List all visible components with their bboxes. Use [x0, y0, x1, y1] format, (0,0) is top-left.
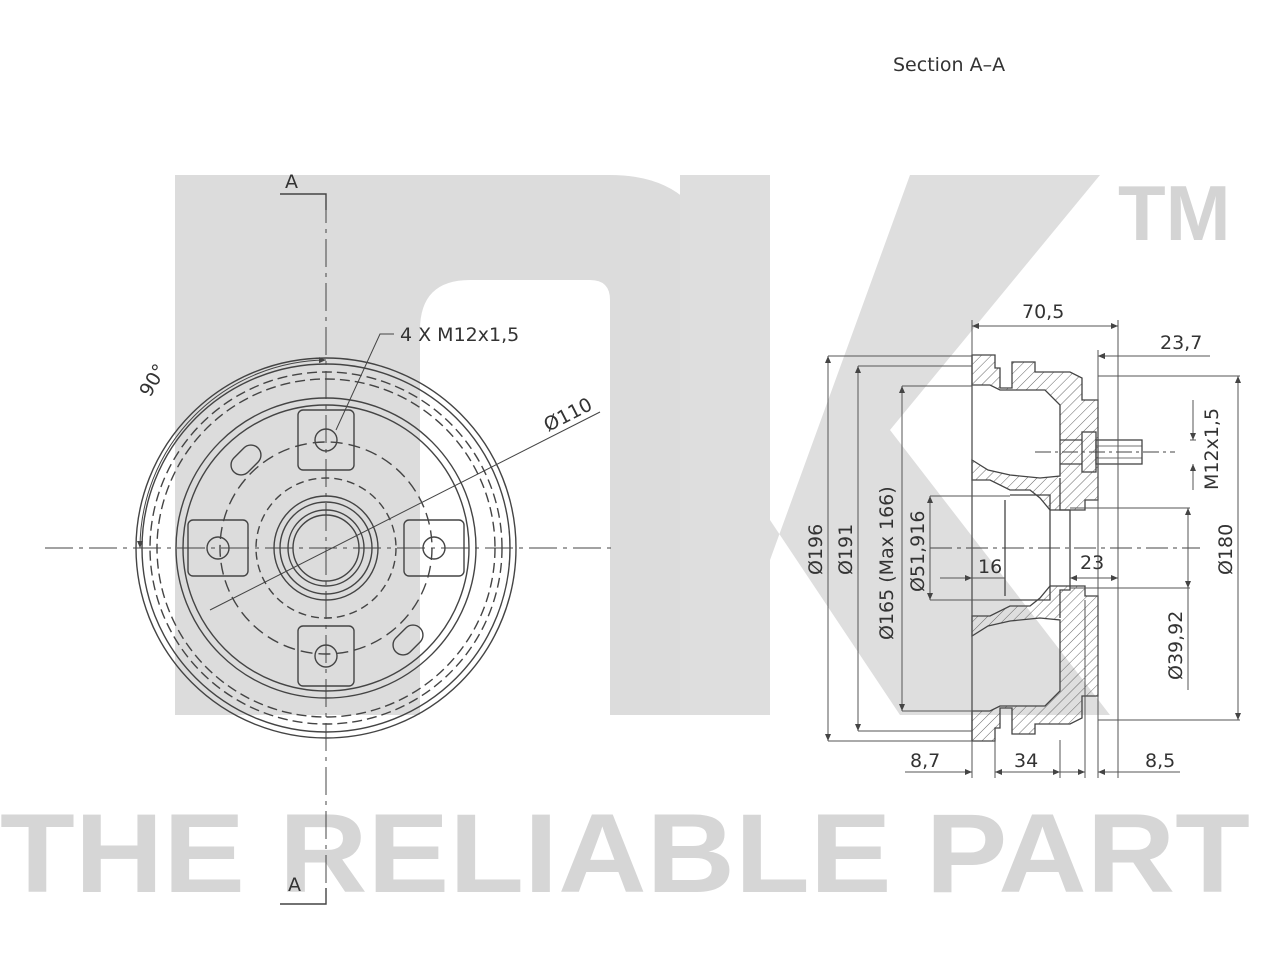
- logo-n-shape: [175, 175, 720, 715]
- dim-8-5: 8,5: [1145, 750, 1175, 772]
- bolt-pattern-label: 4 X M12x1,5: [400, 324, 519, 346]
- dim-165: Ø165 (Max 166): [876, 486, 898, 640]
- angle-label: 90°: [135, 360, 171, 400]
- trademark-text: TM: [1118, 169, 1231, 257]
- dim-51-916: Ø51,916: [907, 511, 929, 592]
- dim-191: Ø191: [835, 524, 857, 575]
- dim-196: Ø196: [805, 524, 827, 575]
- dim-thread: M12x1,5: [1201, 408, 1223, 490]
- front-view: [45, 193, 615, 905]
- dim-34: 34: [1014, 750, 1038, 772]
- dim-70-5: 70,5: [1022, 301, 1064, 323]
- section-title: Section A–A: [893, 54, 1005, 76]
- section-mark-bottom: A: [288, 874, 301, 896]
- slogan-text: THE RELIABLE PART: [0, 791, 1250, 916]
- dim-8-7: 8,7: [910, 750, 940, 772]
- dim-23: 23: [1080, 552, 1104, 574]
- drum-profile-bottom: [971, 585, 1099, 742]
- section-mark-top: A: [285, 171, 298, 193]
- dimension-lines: [825, 320, 1241, 778]
- dim-39-92: Ø39,92: [1165, 611, 1187, 680]
- dim-180: Ø180: [1215, 524, 1237, 575]
- pcd-label: Ø110: [540, 394, 596, 437]
- drum-profile-top: [971, 354, 1099, 511]
- watermark: TM THE RELIABLE PART: [0, 169, 1250, 916]
- logo-k-shape: [680, 175, 1110, 715]
- dim-23-7: 23,7: [1160, 332, 1202, 354]
- dim-16: 16: [978, 556, 1002, 578]
